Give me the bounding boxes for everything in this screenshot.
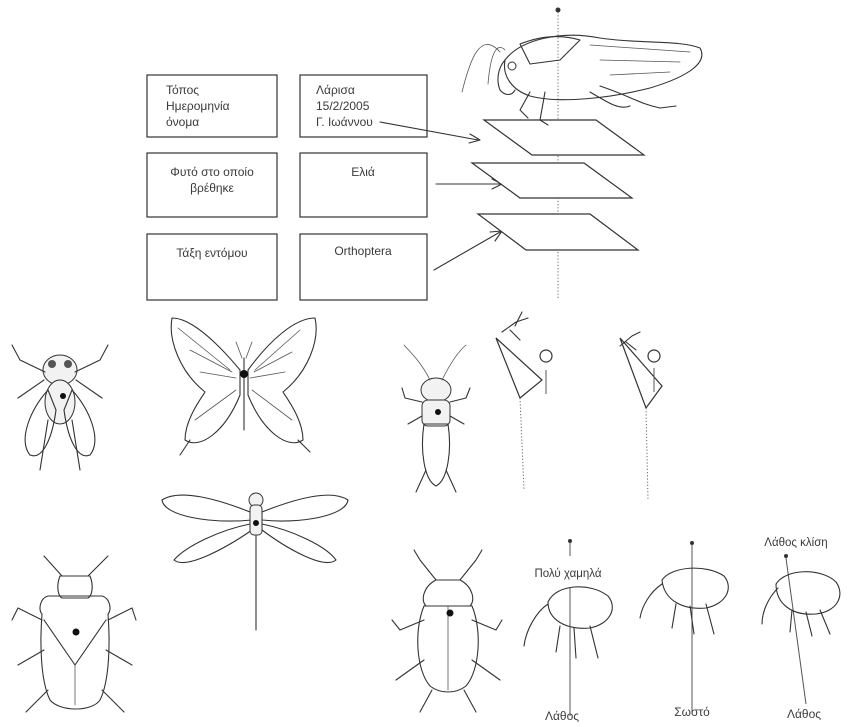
card-point-1 — [496, 338, 542, 398]
weevil-icon — [524, 587, 612, 716]
pinned-label-stack — [472, 8, 644, 301]
label-text-host-plant-2: βρέθηκε — [190, 181, 234, 195]
stacked-label-3 — [478, 214, 638, 250]
label-box-values-2 — [300, 153, 427, 217]
value-order: Orthoptera — [334, 244, 392, 258]
fly-icon — [12, 345, 108, 470]
verdict-wrong-tilt: Λάθος — [787, 707, 821, 721]
caption-too-low: Πολύ χαμηλά — [534, 568, 601, 580]
pin-head — [556, 8, 561, 13]
verdict-correct: Σωστό — [674, 705, 710, 719]
weevil-icon — [640, 568, 728, 634]
stacked-label-1 — [484, 120, 644, 155]
cricket-icon — [402, 345, 470, 492]
dragonfly-icon — [162, 493, 348, 630]
beetle-icon — [392, 550, 502, 712]
label-text-date: Ημερομηνία — [166, 99, 230, 113]
label-text-location: Τόπος — [166, 83, 199, 97]
label-box-order — [147, 234, 277, 300]
bug-icon — [12, 556, 136, 712]
caption-wrong-tilt: Λάθος κλίση — [764, 537, 827, 549]
stacked-label-2 — [472, 163, 632, 198]
mounted-small-insect-icon — [496, 312, 662, 500]
verdict-too-low: Λάθος — [545, 709, 579, 723]
value-collector: Γ. Ιωάννου — [316, 115, 373, 129]
weevil-icon — [762, 572, 840, 636]
card-point-2 — [620, 338, 662, 408]
value-host-plant: Ελιά — [351, 165, 375, 179]
label-boxes: Τόπος Ημερομηνία όνομα Λάρισα 15/2/2005 … — [147, 75, 427, 300]
label-text-order: Τάξη εντόμου — [176, 246, 247, 260]
arrow-3 — [434, 232, 500, 270]
pin-height-examples: Πολύ χαμηλά Λάθος Σωστό Λάθος κλίση Λάθο… — [524, 537, 840, 723]
value-location: Λάρισα — [316, 83, 355, 97]
butterfly-icon — [171, 318, 316, 455]
label-text-host-plant-1: Φυτό στο οποίο — [170, 165, 254, 179]
grasshopper-icon — [462, 35, 702, 125]
label-text-name: όνομα — [166, 115, 199, 129]
value-date: 15/2/2005 — [316, 99, 370, 113]
